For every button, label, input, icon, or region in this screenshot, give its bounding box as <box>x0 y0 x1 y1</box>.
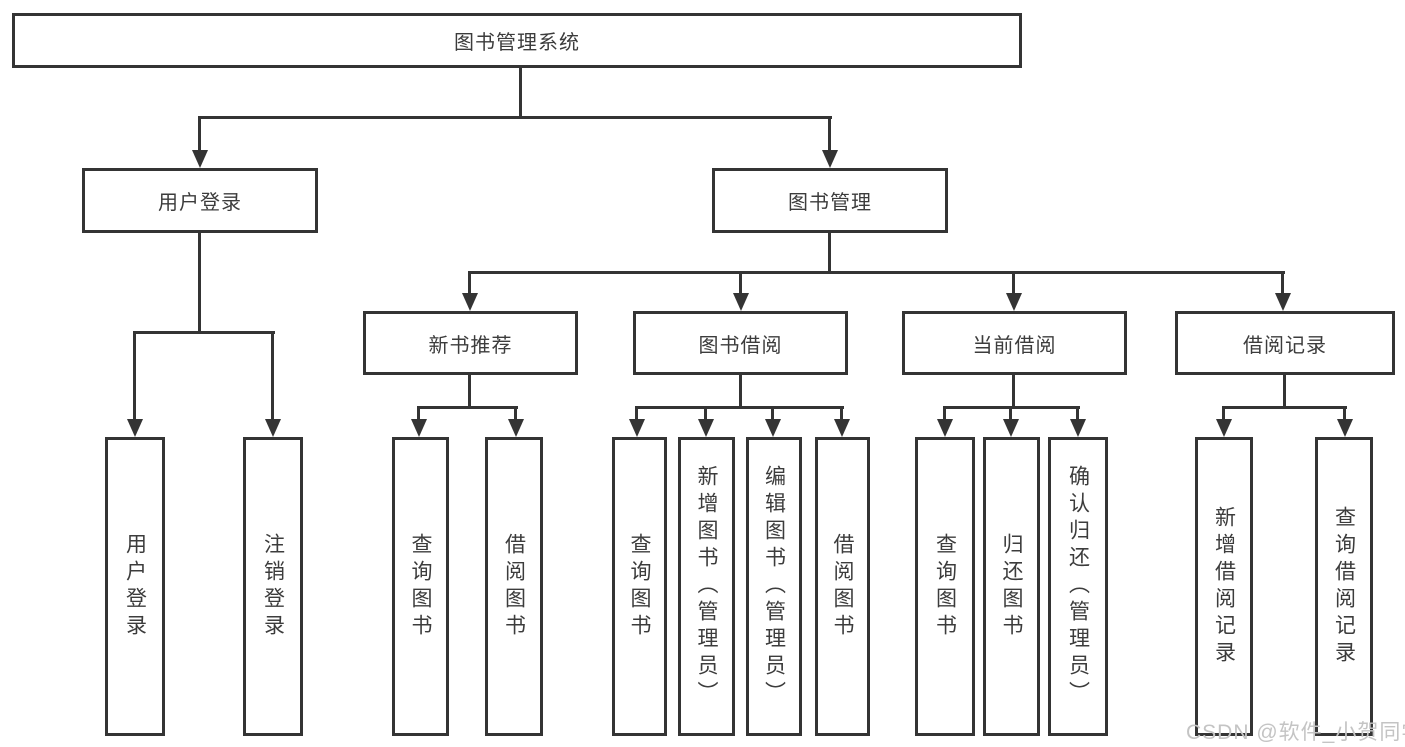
arrow-down-icon <box>462 293 478 311</box>
leaf-query-borrow-record-label: 查询借阅记录 <box>1332 505 1356 668</box>
connector-root-split <box>198 116 832 119</box>
connector-root-stem <box>519 68 522 118</box>
connector-current-stem <box>1012 375 1015 408</box>
node-book-borrowing-label: 图书借阅 <box>698 334 783 357</box>
leaf-add-books-admin-label: 新增图书（管理员） <box>695 465 718 708</box>
node-book-management-label: 图书管理 <box>788 192 872 214</box>
node-user-login: 用户登录 <box>82 168 318 233</box>
arrow-down-icon <box>1275 293 1291 311</box>
watermark: CSDN @软件_小贺同学 <box>1186 721 1405 744</box>
node-library-system: 图书管理系统 <box>12 13 1022 68</box>
connector-current-split <box>943 406 1080 409</box>
arrow-down-icon <box>411 419 427 437</box>
arrow-down-icon <box>1006 293 1022 311</box>
leaf-add-books-admin: 新增图书（管理员） <box>678 437 735 736</box>
leaf-logout: 注销登录 <box>243 437 303 736</box>
arrow-down-icon <box>1070 419 1086 437</box>
leaf-query-books-current: 查询图书 <box>915 437 975 736</box>
leaf-query-books-borrowing-label: 查询图书 <box>628 532 651 641</box>
connector-arrow-line <box>417 408 420 421</box>
connector-book-mgmt-stem <box>828 233 831 273</box>
leaf-query-borrow-record: 查询借阅记录 <box>1315 437 1373 736</box>
node-library-system-label: 图书管理系统 <box>454 32 580 54</box>
arrow-down-icon <box>822 150 838 168</box>
node-current-borrowing: 当前借阅 <box>902 311 1127 375</box>
leaf-borrow-books-borrowing-label: 借阅图书 <box>831 532 854 641</box>
connector-arrow-line <box>1281 273 1284 295</box>
connector-records-split <box>1222 406 1347 409</box>
connector-records-stem <box>1283 375 1286 408</box>
connector-arrow-line <box>1012 273 1015 295</box>
node-new-book-recommend: 新书推荐 <box>363 311 578 375</box>
connector-arrow-line <box>943 408 946 421</box>
leaf-query-books-borrowing: 查询图书 <box>612 437 667 736</box>
connector-arrow-line <box>840 408 843 421</box>
arrow-down-icon <box>508 419 524 437</box>
connector-arrow-line <box>514 408 517 421</box>
connector-arrow-line <box>1009 408 1012 421</box>
connector-arrow-book-mgmt-line <box>828 118 831 150</box>
arrow-down-icon <box>192 150 208 168</box>
connector-new-book-split <box>417 406 518 409</box>
arrow-down-icon <box>629 419 645 437</box>
connector-arrow-line <box>271 333 274 419</box>
leaf-confirm-return-admin: 确认归还（管理员） <box>1048 437 1108 736</box>
arrow-down-icon <box>937 419 953 437</box>
arrow-down-icon <box>1003 419 1019 437</box>
leaf-borrow-books-borrowing: 借阅图书 <box>815 437 870 736</box>
leaf-query-books-current-label: 查询图书 <box>933 532 957 641</box>
leaf-query-books-recommend-label: 查询图书 <box>409 532 432 641</box>
leaf-add-borrow-record-label: 新增借阅记录 <box>1212 505 1236 668</box>
leaf-return-books-label: 归还图书 <box>1000 532 1023 641</box>
arrow-down-icon <box>127 419 143 437</box>
connector-arrow-line <box>1222 408 1225 421</box>
arrow-down-icon <box>765 419 781 437</box>
node-borrow-records: 借阅记录 <box>1175 311 1395 375</box>
leaf-add-borrow-record: 新增借阅记录 <box>1195 437 1253 736</box>
connector-user-login-split <box>133 331 275 334</box>
leaf-user-login: 用户登录 <box>105 437 165 736</box>
node-book-management: 图书管理 <box>712 168 948 233</box>
connector-arrow-line <box>739 273 742 295</box>
connector-book-mgmt-split <box>468 271 1285 274</box>
leaf-edit-books-admin-label: 编辑图书（管理员） <box>762 465 786 708</box>
arrow-down-icon <box>834 419 850 437</box>
connector-borrowing-split <box>635 406 844 409</box>
leaf-user-login-label: 用户登录 <box>123 532 147 641</box>
connector-arrow-line <box>468 273 471 295</box>
connector-arrow-line <box>635 408 638 421</box>
connector-arrow-line <box>704 408 707 421</box>
node-new-book-recommend-label: 新书推荐 <box>428 334 513 357</box>
node-book-borrowing: 图书借阅 <box>633 311 848 375</box>
connector-arrow-line <box>1343 408 1346 421</box>
leaf-query-books-recommend: 查询图书 <box>392 437 449 736</box>
connector-user-login-stem <box>198 233 201 333</box>
leaf-borrow-books-recommend-label: 借阅图书 <box>502 532 526 641</box>
node-borrow-records-label: 借阅记录 <box>1243 334 1327 357</box>
arrow-down-icon <box>698 419 714 437</box>
connector-new-book-stem <box>468 375 471 408</box>
node-user-login-label: 用户登录 <box>158 192 242 214</box>
connector-arrow-line <box>771 408 774 421</box>
leaf-confirm-return-admin-label: 确认归还（管理员） <box>1066 465 1090 708</box>
arrow-down-icon <box>733 293 749 311</box>
connector-arrow-line <box>1076 408 1079 421</box>
arrow-down-icon <box>1216 419 1232 437</box>
connector-arrow-line <box>133 333 136 419</box>
connector-arrow-user-login-line <box>198 118 201 150</box>
arrow-down-icon <box>1337 419 1353 437</box>
leaf-return-books: 归还图书 <box>983 437 1040 736</box>
arrow-down-icon <box>265 419 281 437</box>
leaf-logout-label: 注销登录 <box>261 532 285 641</box>
leaf-borrow-books-recommend: 借阅图书 <box>485 437 543 736</box>
connector-borrowing-stem <box>739 375 742 408</box>
leaf-edit-books-admin: 编辑图书（管理员） <box>746 437 802 736</box>
node-current-borrowing-label: 当前借阅 <box>972 334 1057 357</box>
